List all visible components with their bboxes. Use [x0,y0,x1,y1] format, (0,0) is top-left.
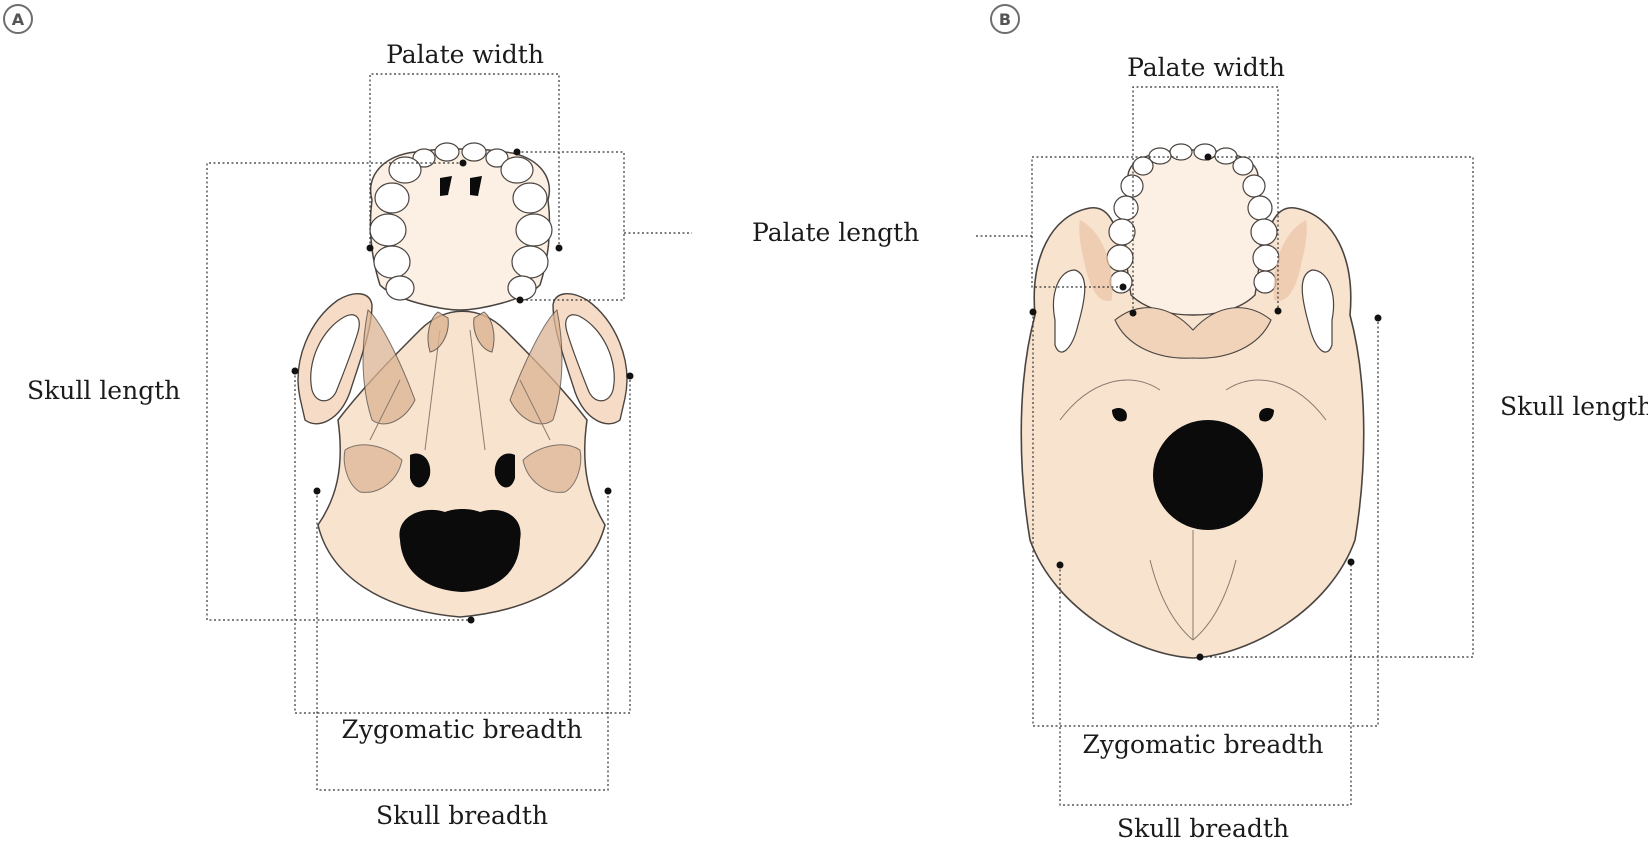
landmark-point [555,244,563,252]
panel-a-zygomatic-line [294,371,631,714]
skull-b-orbit-left [1052,269,1086,353]
landmark-point [459,159,467,167]
landmark-point [291,367,299,375]
skull-b-orbit-right [1301,269,1335,353]
landmark-point [1129,309,1137,317]
panel-a-skull-breadth-label: Skull breadth [375,801,549,830]
skull-a-foramen-magnum [399,509,521,592]
skull-a-foramen-right [494,453,515,488]
panel-b-palate-width-line [1132,86,1279,313]
panel-b-skull-breadth-line [1059,562,1352,806]
landmark-point [1204,153,1212,161]
panel-a-skull-length-label: Skull length [27,376,181,405]
skull-a-muscle-left [362,309,416,425]
skull-b-foramen-right [1259,408,1274,422]
skull-b-drawing [1020,143,1365,659]
panel-b-skull-length-label: Skull length [1500,392,1648,421]
skull-a-temporal-right [522,444,582,493]
skull-a-orbit-right [565,314,615,402]
panel-a-palate-width-line [369,73,560,248]
skull-b-foramen-magnum [1153,420,1263,530]
landmark-point [626,372,634,380]
skull-a-incisive-foramina [440,176,482,196]
panel-b-zygomatic-breadth-label: Zygomatic breadth [1082,730,1324,759]
landmark-point [313,487,321,495]
skull-a-teeth [369,142,553,301]
landmark-point [1347,558,1355,566]
landmark-point [1029,308,1037,316]
panel-a-palate-length-line [517,151,692,301]
skull-b-muscle-left [1079,220,1113,301]
palate-length-label: Palate length [752,218,920,247]
landmark-point [513,148,521,156]
panel-b-badge: B [990,4,1020,34]
panel-b-palate-width-label: Palate width [1127,53,1285,82]
panel-a-skull-length-line [206,162,471,621]
panel-a-skull-breadth-line [316,491,609,791]
landmark-point [1374,314,1382,322]
skull-b-foramen-left [1112,408,1127,422]
skull-a-pterygoid-right [473,311,495,353]
landmark-point [1056,561,1064,569]
panel-a-palate-width-label: Palate width [386,40,544,69]
panel-b-skull-breadth-label: Skull breadth [1116,814,1290,843]
skull-b-muscle-right [1273,220,1307,301]
landmark-point [516,296,524,304]
panel-a-badge: A [3,4,33,34]
landmark-point [366,244,374,252]
landmark-point [1119,283,1127,291]
skull-b-occipital-lines [1059,379,1327,641]
panel-b-skull-length-line [1200,156,1474,658]
panel-b-palate-length-line [976,156,1178,288]
skull-a-foramen-left [410,453,431,488]
skull-a-pterygoid-left [427,311,449,353]
skull-a-muscle-right [509,309,563,425]
skull-a-drawing [297,142,628,618]
skull-a-basi-lines [369,329,551,451]
landmark-point [604,487,612,495]
panel-b-zygomatic-line [1032,312,1379,727]
measurement-lines [206,73,1474,806]
panel-a-zygomatic-breadth-label: Zygomatic breadth [341,715,583,744]
skull-b-palate [1124,149,1262,316]
landmark-point [1196,653,1204,661]
skull-a-orbit-left [310,314,360,402]
landmark-point [1274,307,1282,315]
skull-a-temporal-left [343,444,403,493]
landmark-points [291,148,1382,661]
landmark-point [467,616,475,624]
skull-b-sphenoid [1114,307,1272,359]
